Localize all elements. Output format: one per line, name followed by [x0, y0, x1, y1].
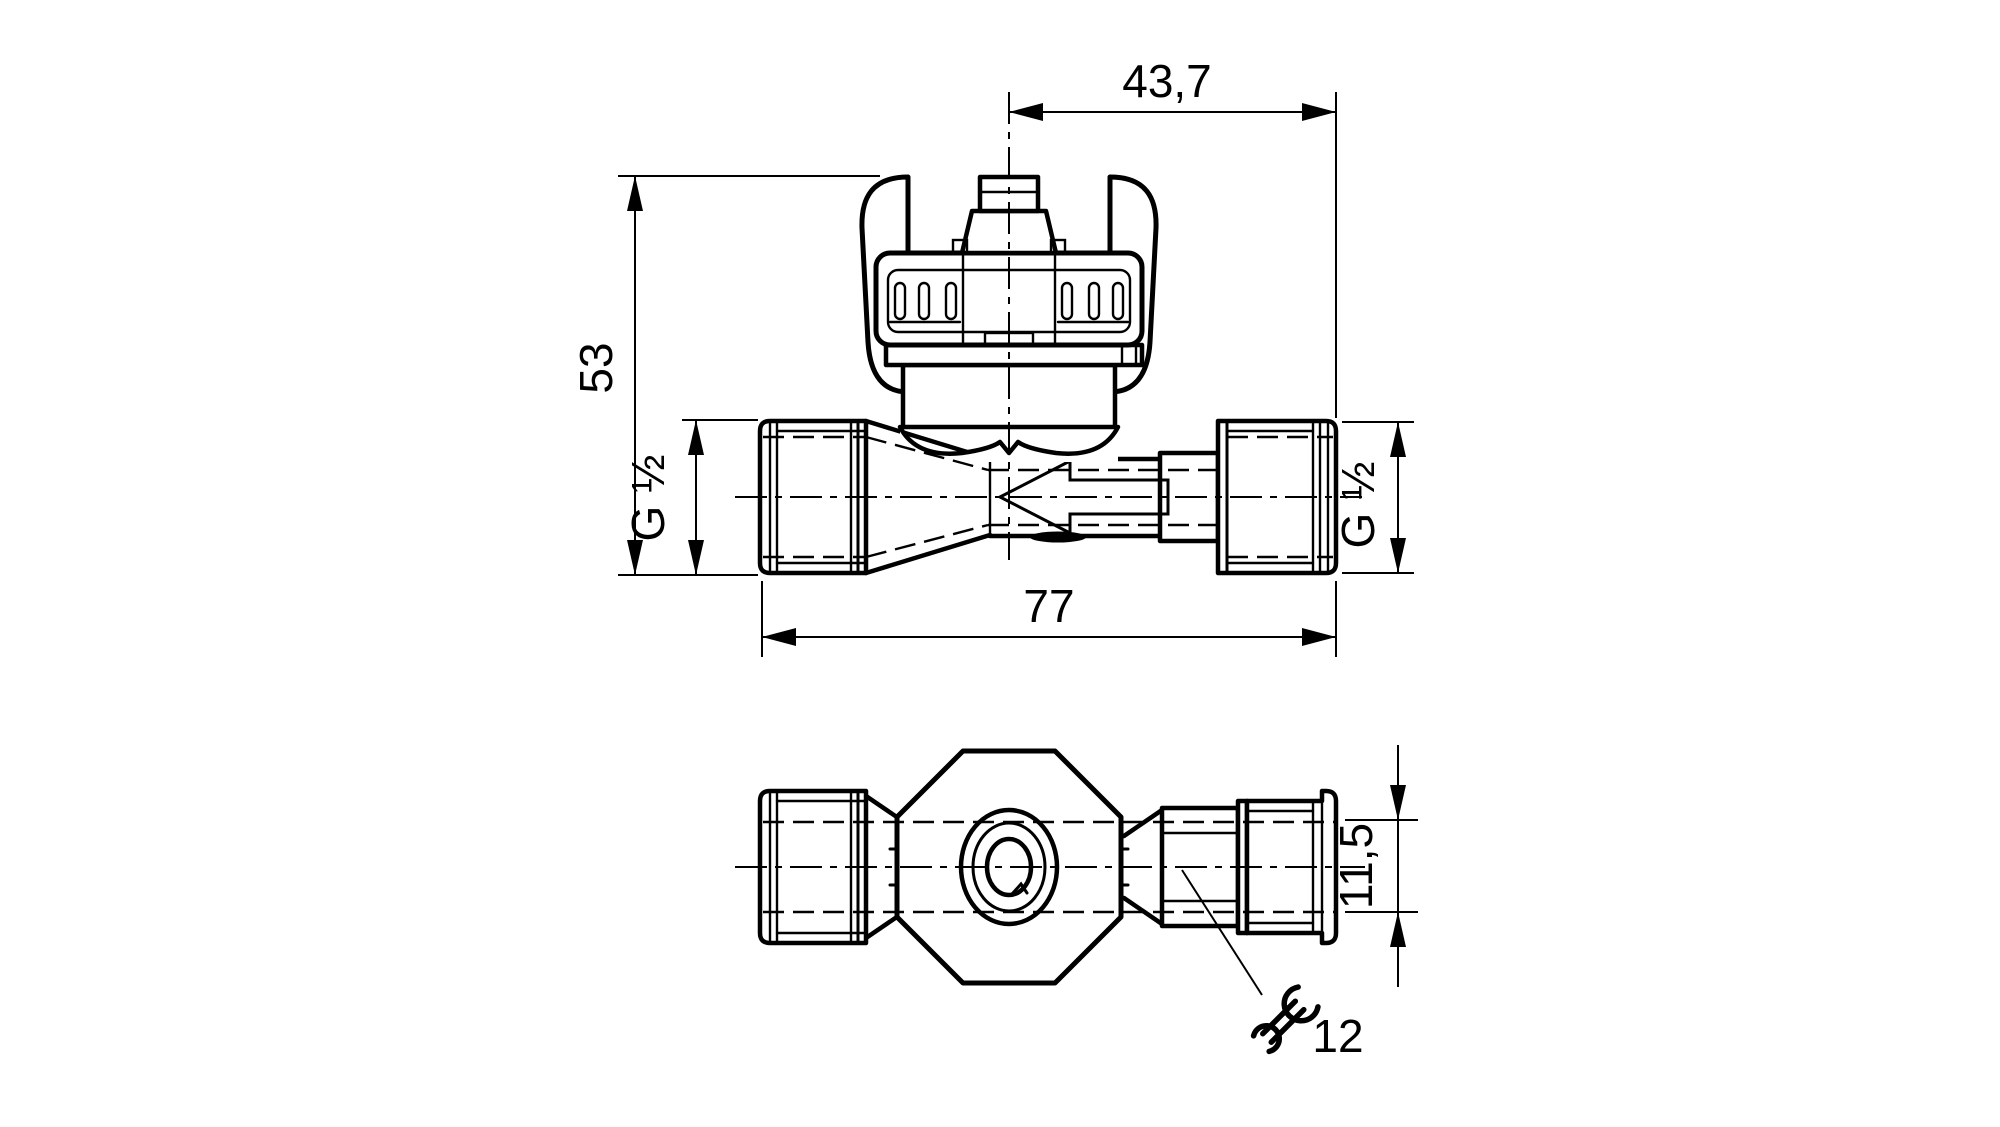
dim-thread-right: G ½	[1332, 421, 1414, 574]
flow-direction-arrow	[996, 458, 1170, 536]
dim-length-label: 77	[1023, 580, 1074, 632]
dim-flats: 11,5	[1330, 745, 1418, 987]
wrench-size-label: 12	[1312, 1010, 1363, 1062]
front-hidden-lines	[763, 435, 1333, 559]
dim-length: 77	[761, 580, 1337, 657]
front-cone-bottom	[863, 532, 993, 576]
dim-top-offset-label: 43,7	[1122, 55, 1212, 107]
bottom-octagon-body	[894, 748, 1124, 986]
housing-slots	[888, 281, 1130, 324]
wrench-leader-line	[1181, 869, 1263, 996]
head-base-plate	[883, 342, 1145, 368]
wrench-icon	[1250, 984, 1321, 1055]
bottom-view: 11,5 12	[735, 745, 1418, 1062]
front-weld-bump	[1030, 531, 1086, 543]
dim-flats-label: 11,5	[1330, 823, 1382, 909]
dim-thread-right-label: G ½	[1332, 462, 1384, 549]
dim-thread-left: G ½	[622, 419, 758, 575]
bottom-boss-notch	[1010, 881, 1029, 896]
dim-height: 53	[570, 175, 880, 576]
front-view: 43,7 53 G ½ G ½	[570, 55, 1414, 657]
front-pipe	[757, 418, 1339, 576]
wrench-callout: 12	[1181, 869, 1364, 1062]
dim-height-label: 53	[570, 342, 622, 393]
dim-thread-left-label: G ½	[622, 455, 674, 542]
dim-top-offset: 43,7	[1009, 55, 1337, 418]
